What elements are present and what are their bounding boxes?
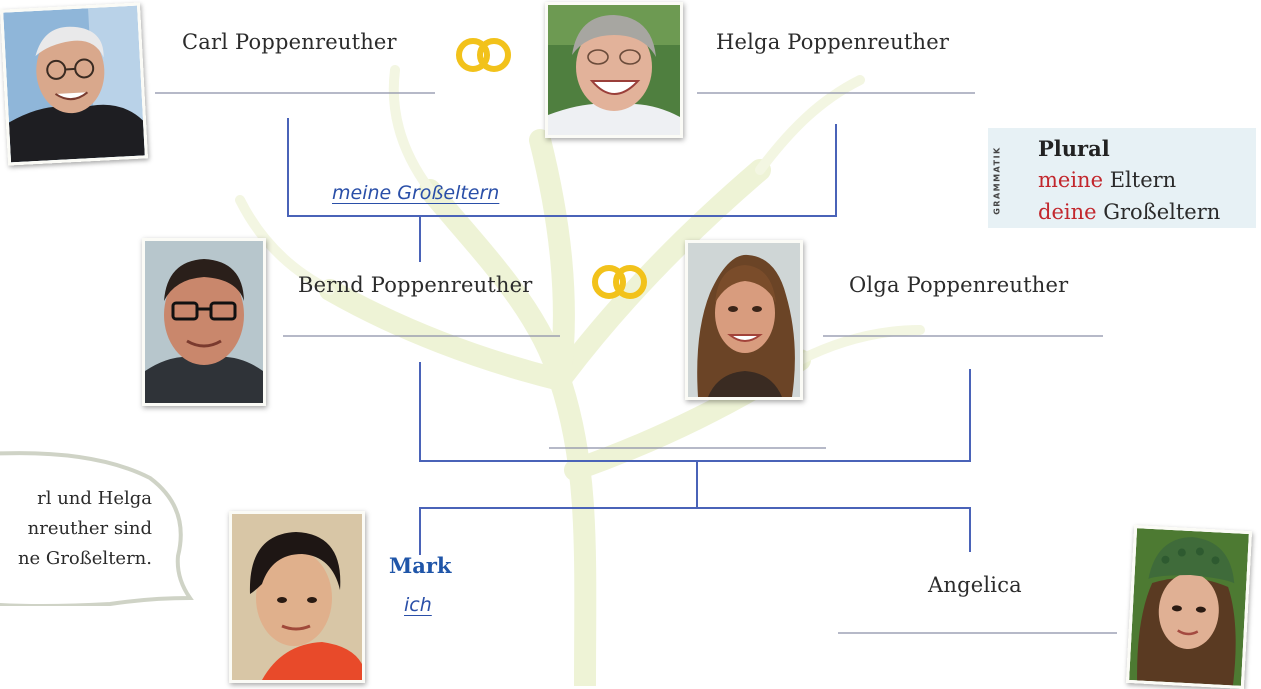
grammar-title: Plural (1038, 136, 1110, 161)
grammar-row-2: deine Großeltern (1038, 200, 1220, 224)
speech-bubble (0, 451, 194, 606)
speech-line: rl und Helga (37, 488, 152, 509)
photo-mark (229, 511, 365, 683)
name-mark: Mark (389, 553, 452, 578)
grammar-noun: Eltern (1109, 168, 1177, 192)
photo-angelica (1125, 525, 1253, 689)
name-carl: Carl Poppenreuther (182, 30, 397, 54)
photo-helga (545, 2, 683, 138)
wedding-rings-icon (456, 38, 511, 72)
photo-olga (685, 240, 803, 400)
handwritten-grandparents-label: meine Großeltern (332, 182, 500, 204)
grammar-possessive: deine (1038, 200, 1097, 224)
grammar-box: GRAMMATIK Plural meine Eltern deine Groß… (988, 128, 1256, 228)
speech-line: nreuther sind (27, 518, 152, 539)
handwritten-ich: ich (404, 594, 432, 616)
photo-carl (0, 2, 148, 166)
speech-bubble-text: rl und Helga nreuther sind ne Großeltern… (0, 484, 180, 574)
name-bernd: Bernd Poppenreuther (298, 273, 533, 297)
name-helga: Helga Poppenreuther (716, 30, 950, 54)
speech-line: ne Großeltern. (17, 548, 152, 569)
name-angelica: Angelica (928, 573, 1022, 597)
grammar-row-1: meine Eltern (1038, 168, 1176, 192)
photo-bernd (142, 238, 266, 406)
grammar-side-label: GRAMMATIK (992, 146, 1002, 215)
name-olga: Olga Poppenreuther (849, 273, 1069, 297)
grammar-possessive: meine (1038, 168, 1104, 192)
grammar-noun: Großeltern (1103, 200, 1221, 224)
wedding-rings-icon (592, 265, 647, 299)
